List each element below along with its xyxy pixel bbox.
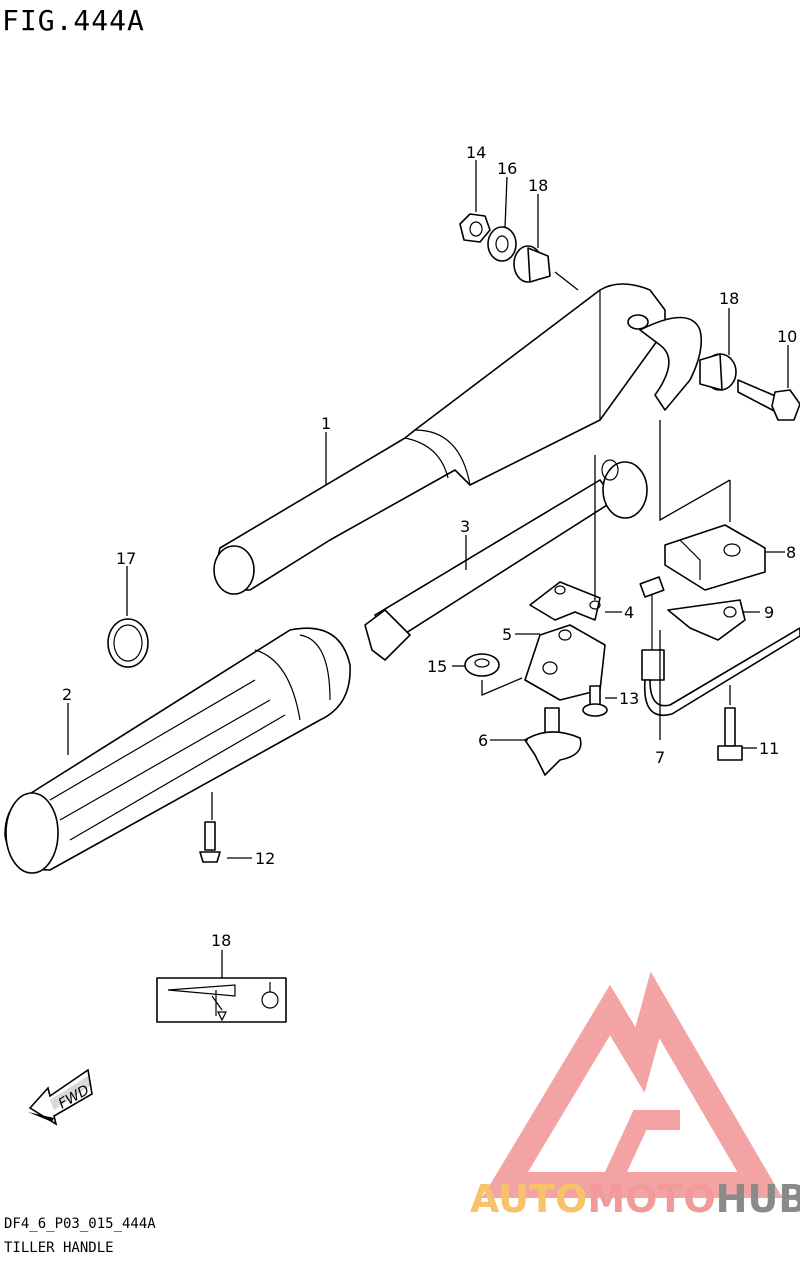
part-throttle-grip[interactable] [4, 627, 351, 874]
callout-7: 7 [655, 748, 665, 767]
callout-3: 3 [460, 517, 470, 536]
part-throttle-shaft[interactable] [364, 459, 648, 661]
part-bushing-18-top[interactable] [513, 245, 551, 283]
watermark-text: AUTOMOTOHUB [470, 1177, 800, 1221]
figure-title: FIG.444A [2, 4, 145, 37]
callout-15: 15 [427, 657, 447, 676]
callout-18-top: 18 [528, 176, 548, 195]
part-washer-16[interactable] [487, 226, 517, 262]
part-cable-7[interactable] [639, 576, 800, 717]
callout-8: 8 [786, 543, 796, 562]
watermark-hub: HUB [716, 1177, 800, 1221]
part-bolt-10[interactable] [737, 379, 800, 421]
part-plate-9[interactable] [667, 599, 746, 641]
leader-lines [67, 160, 789, 978]
callout-9: 9 [764, 603, 774, 622]
callout-18-right: 18 [719, 289, 739, 308]
part-screw-12[interactable] [199, 821, 221, 863]
watermark-auto: AUTO [470, 1177, 587, 1221]
part-bolt-11[interactable] [717, 707, 743, 761]
part-decal-19[interactable] [156, 977, 287, 1023]
part-screw-13[interactable] [582, 685, 608, 717]
callout-19: 18 [211, 931, 231, 950]
part-block-8[interactable] [664, 524, 766, 591]
callout-5: 5 [502, 625, 512, 644]
part-nut-14[interactable] [459, 213, 491, 243]
fwd-arrow-icon: FWD [28, 1068, 93, 1126]
callout-11: 11 [759, 739, 779, 758]
part-tiller-arm[interactable] [213, 283, 703, 595]
callout-4: 4 [624, 603, 634, 622]
callout-16: 16 [497, 159, 517, 178]
callout-17: 17 [116, 549, 136, 568]
callout-10: 10 [777, 327, 797, 346]
callout-1: 1 [321, 414, 331, 433]
part-oring-17[interactable] [107, 618, 149, 668]
part-plate-4[interactable] [529, 581, 601, 621]
callout-13: 13 [619, 689, 639, 708]
watermark-logo-icon [482, 971, 783, 1198]
watermark-moto: MOTO [587, 1177, 715, 1221]
callout-6: 6 [478, 731, 488, 750]
figure-caption: TILLER HANDLE [4, 1240, 114, 1256]
callout-2: 2 [62, 685, 72, 704]
part-clip-15[interactable] [464, 653, 500, 677]
callout-14: 14 [466, 143, 486, 162]
part-knob-6[interactable] [524, 707, 582, 776]
callout-12: 12 [255, 849, 275, 868]
part-bushing-18-right[interactable] [699, 353, 737, 391]
drawing-code: DF4_6_P03_015_444A [4, 1216, 156, 1232]
